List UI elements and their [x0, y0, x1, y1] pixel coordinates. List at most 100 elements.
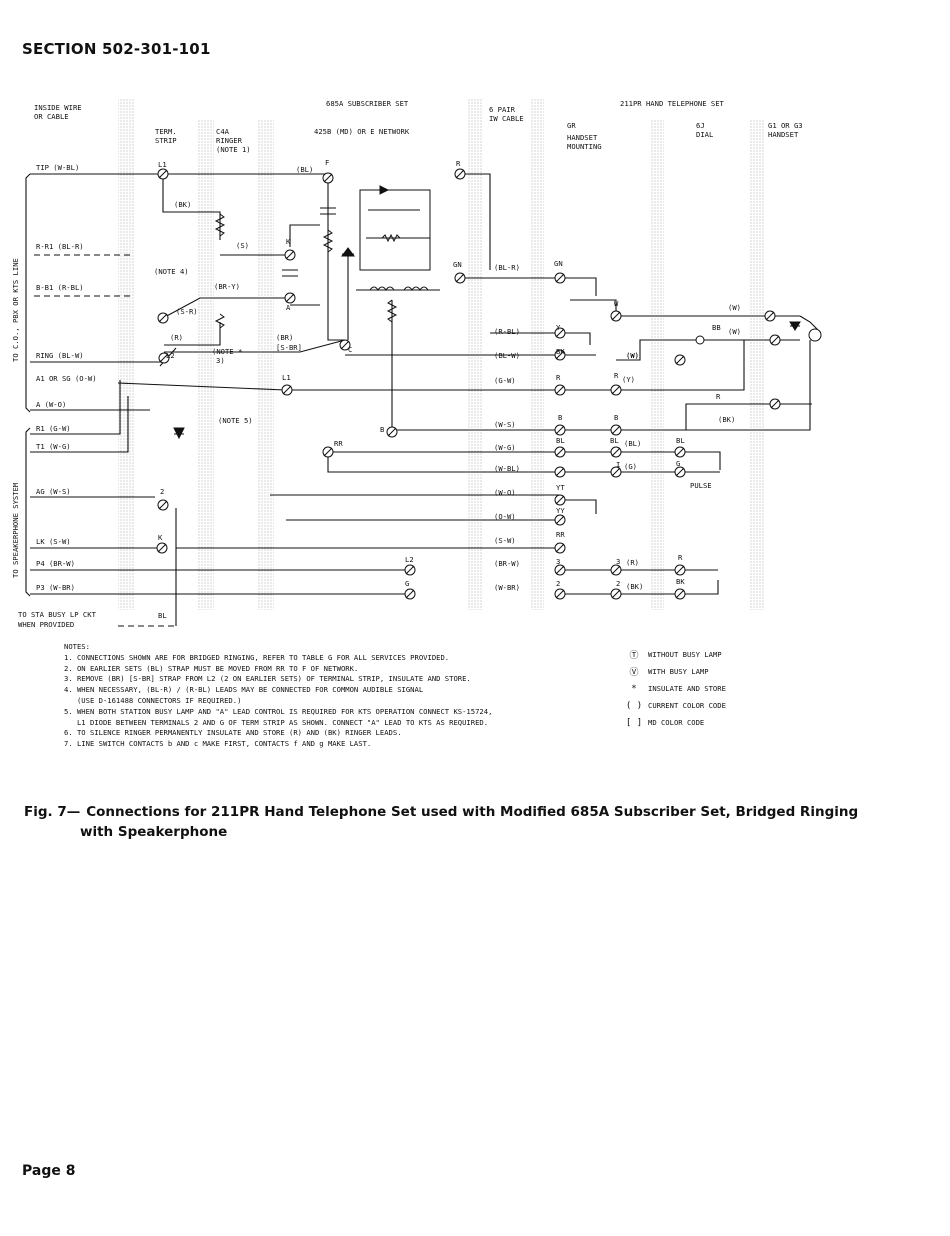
- diagram-label: (W-BR): [494, 583, 520, 592]
- figure-caption: Fig. 7—Connections for 211PR Hand Teleph…: [24, 802, 884, 842]
- lead-t1: T1 (W-G): [36, 442, 71, 451]
- diagram-label: (W): [728, 303, 741, 312]
- diagram-label: G: [676, 459, 680, 468]
- note-4b: (USE D-161488 CONNECTORS IF REQUIRED.): [64, 695, 242, 705]
- handset-terminal-labels: (W) (W) R (BK) BL G R BK: [626, 303, 741, 586]
- diagram-label: 3): [216, 356, 225, 365]
- diagram-label: (W-O): [494, 488, 516, 497]
- legend-text: MD COLOR CODE: [648, 718, 705, 727]
- lead-ring: RING (BL-W): [36, 351, 84, 360]
- diagram-label: 2: [160, 487, 164, 496]
- diagram-label: PULSE: [690, 481, 712, 490]
- left-leads: TIP (W-BL) R-R1 (BL-R) B-B1 (R-BL) RING …: [18, 163, 97, 629]
- legend-row: Ⓣ WITHOUT BUSY LAMP: [620, 646, 726, 663]
- notes-block: NOTES: 1. CONNECTIONS SHOWN ARE FOR BRID…: [64, 642, 492, 750]
- set-211pr-label: 211PR HAND TELEPHONE SET: [620, 99, 725, 108]
- legend-symbol: ( ): [625, 700, 643, 711]
- term-strip-label-2: STRIP: [155, 136, 177, 145]
- side-label-top: TO C.O., PBX OR KTS LINE: [11, 258, 20, 362]
- diagram-label: 3: [556, 557, 560, 566]
- inside-wire-label-1: INSIDE WIRE: [34, 103, 82, 112]
- diagram-label: (NOTE 4): [154, 267, 189, 276]
- handset-label-2: HANDSET: [768, 130, 799, 139]
- diagram-label: (BK): [718, 415, 735, 424]
- diagram-label: (BL-W): [494, 351, 520, 360]
- legend-row: ( )CURRENT COLOR CODE: [620, 697, 726, 714]
- wiring-diagram: INSIDE WIRE OR CABLE 685A SUBSCRIBER SET…: [11, 98, 822, 629]
- shade-band-dial: [750, 120, 764, 610]
- legend-text: INSULATE AND STORE: [648, 684, 726, 693]
- cable-lead-labels: (BL-R) (R-BL) (BL-W) (G-W) (W-S) (W-G) (…: [494, 263, 520, 592]
- diagram-label: (S-R): [176, 307, 198, 316]
- diagram-label: Y: [556, 323, 561, 332]
- diagram-label: R: [716, 392, 721, 401]
- shade-band-cable2: [530, 98, 544, 610]
- network-block: [173, 185, 801, 440]
- legend-symbol: Ⓥ: [629, 668, 639, 678]
- diagram-label: (W): [728, 327, 741, 336]
- diagram-label: (Y): [622, 375, 635, 384]
- shade-band-term: [198, 120, 214, 610]
- note-2: 2. ON EARLIER SETS (BL) STRAP MUST BE MO…: [64, 663, 359, 673]
- note-1: 1. CONNECTIONS SHOWN ARE FOR BRIDGED RIN…: [64, 652, 450, 662]
- diagram-label: (BL): [296, 165, 313, 174]
- diagram-label: RR: [334, 439, 343, 448]
- note-5b: L1 DIODE BETWEEN TERMINALS 2 AND G OF TE…: [64, 717, 489, 727]
- diagram-label: (BR-W): [494, 559, 520, 568]
- diagram-label: (W-BL): [494, 464, 520, 473]
- lead-tip: TIP (W-BL): [36, 163, 79, 172]
- gr-label-1: GR: [567, 121, 576, 130]
- diagram-label: A: [286, 303, 291, 312]
- diagram-label: (BK): [174, 200, 191, 209]
- diagram-label: (R-BL): [494, 327, 520, 336]
- diagram-label: (BR): [276, 333, 293, 342]
- diagram-label: (NOTE *: [212, 347, 242, 356]
- diagram-label: (R): [170, 333, 183, 342]
- c4a-label-2: RINGER: [216, 136, 243, 145]
- diagram-label: I: [616, 460, 620, 469]
- diagram-label: BL: [610, 436, 619, 445]
- diagram-label: (W): [626, 351, 639, 360]
- diagram-label: (NOTE 5): [218, 416, 253, 425]
- lead-lk: LK (S-W): [36, 537, 71, 546]
- shade-band-cable: [468, 98, 482, 610]
- caption-line-2: with Speakerphone: [80, 824, 228, 840]
- handset-label-1: G1 OR G3: [768, 121, 803, 130]
- diagram-label: (BL): [624, 439, 641, 448]
- shade-band-ringer: [258, 120, 274, 610]
- lead-a1: A1 OR SG (O-W): [36, 374, 97, 383]
- diagram-label: W: [614, 299, 619, 308]
- diagram-label: L1: [158, 160, 167, 169]
- c4a-label-1: C4A: [216, 127, 230, 136]
- diagram-label: R: [456, 159, 461, 168]
- diagram-label: (O-W): [494, 512, 516, 521]
- dial-label-2: DIAL: [696, 130, 713, 139]
- diagram-label: (R): [626, 558, 639, 567]
- term-strip-label-1: TERM.: [155, 127, 177, 136]
- note-4: 4. WHEN NECESSARY, (BL-R) / (R-BL) LEADS…: [64, 685, 424, 695]
- diagram-label: (S-W): [494, 536, 516, 545]
- diagram-label: 2: [556, 579, 560, 588]
- lead-b-b1: B-B1 (R-BL): [36, 283, 84, 292]
- diagram-label: L1: [282, 373, 291, 382]
- lead-p3: P3 (W-BR): [36, 583, 75, 592]
- shade-band-inside: [118, 98, 134, 610]
- diagram-label: B: [614, 413, 618, 422]
- six-pair-label-1: 6 PAIR: [489, 105, 516, 114]
- legend-symbol: *: [631, 683, 637, 694]
- diagram-label: GN: [554, 259, 563, 268]
- diagram-label: BL: [556, 436, 565, 445]
- figure-number: Fig. 7—: [24, 804, 81, 820]
- legend-text: WITHOUT BUSY LAMP: [648, 650, 722, 659]
- legend-symbol: Ⓣ: [629, 651, 639, 661]
- diagram-label: R: [678, 553, 683, 562]
- diagram-label: BL: [158, 611, 167, 620]
- diagram-label: B: [558, 413, 562, 422]
- diagram-label: (BR-Y): [214, 282, 240, 291]
- gr-label-2: HANDSET: [567, 133, 598, 142]
- note-5: 5. WHEN BOTH STATION BUSY LAMP AND "A" L…: [64, 706, 493, 716]
- dial-terminal-labels: W R B BL I 3 2 BB (W) (Y) (BL) (G) (R) (…: [610, 299, 741, 591]
- diagram-label: [S-BR]: [276, 343, 302, 352]
- gr-terminal-labels: GN Y BK R B BL YT YY RR 3 2: [554, 259, 565, 588]
